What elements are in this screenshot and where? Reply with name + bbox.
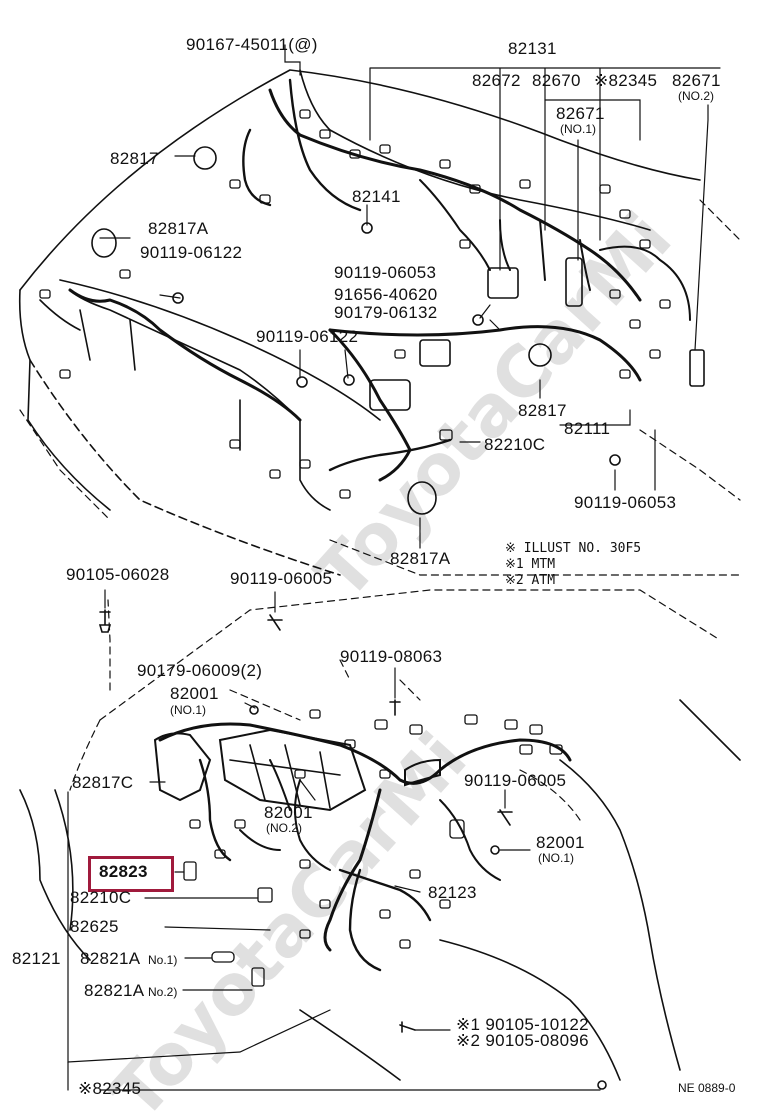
label-82821a-no2: 82821A	[84, 981, 145, 1000]
diagram-code: NE 0889-0	[678, 1081, 736, 1095]
label-90179-06132: 90179-06132	[334, 303, 438, 322]
label-82817a-upper: 82817A	[148, 219, 209, 238]
label-82817a-lower: 82817A	[390, 549, 451, 568]
label-82001-no1-right-sub: (NO.1)	[538, 851, 574, 865]
label-82671-no2: 82671	[672, 71, 721, 90]
label-90105-10122: ※1 90105-10122	[456, 1015, 589, 1034]
label-82001-no1-top: 82001	[170, 684, 219, 703]
label-82111: 82111	[564, 419, 611, 438]
label-82671-no1: 82671	[556, 104, 605, 123]
label-82823[interactable]: 82823	[99, 862, 148, 881]
label-82345-upper: ※82345	[594, 71, 658, 90]
label-90119-06005-a: 90119-06005	[230, 569, 333, 588]
label-82210c-upper: 82210C	[484, 435, 546, 454]
label-82001-no2: 82001	[264, 803, 313, 822]
label-82821a-no2-sub: No.2)	[148, 985, 178, 999]
label-82141: 82141	[352, 187, 401, 206]
label-82121: 82121	[12, 949, 61, 968]
label-90105-06028: 90105-06028	[66, 565, 170, 584]
label-90119-06122-a: 90119-06122	[140, 243, 243, 262]
label-90105-08096: ※2 90105-08096	[456, 1031, 589, 1050]
label-82671-no2-sub: (NO.2)	[678, 89, 714, 103]
note-illust: ※ ILLUST NO. 30F5	[505, 541, 642, 556]
label-82821a-no1: 82821A	[80, 949, 141, 968]
label-82123: 82123	[428, 883, 477, 902]
label-91656-40620: 91656-40620	[334, 285, 438, 304]
label-82001-no2-sub: (NO.2)	[266, 821, 302, 835]
note-atm: ※2 ATM	[505, 573, 556, 588]
label-82625: 82625	[70, 917, 119, 936]
label-90119-06053-a: 90119-06053	[334, 263, 437, 282]
label-82001-no1-top-sub: (NO.1)	[170, 703, 206, 717]
label-90179-06009: 90179-06009(2)	[137, 661, 263, 680]
label-82671-no1-sub: (NO.1)	[560, 122, 596, 136]
label-90167-45011: 90167-45011(@)	[186, 35, 318, 54]
label-82672: 82672	[472, 71, 521, 90]
label-82210c-lower: 82210C	[70, 888, 132, 907]
label-82817c: 82817C	[72, 773, 134, 792]
highlight-box[interactable]	[88, 856, 174, 892]
label-82131: 82131	[508, 39, 557, 58]
label-82817-mid: 82817	[518, 401, 567, 420]
label-82345-lower: ※82345	[78, 1079, 142, 1098]
note-mtm: ※1 MTM	[505, 557, 556, 572]
label-82817-upper: 82817	[110, 149, 159, 168]
label-90119-06053-b: 90119-06053	[574, 493, 677, 512]
label-90119-08063: 90119-08063	[340, 647, 443, 666]
label-82001-no1-right: 82001	[536, 833, 585, 852]
label-82821a-no1-sub: No.1)	[148, 953, 178, 967]
label-82670: 82670	[532, 71, 581, 90]
label-90119-06122-b: 90119-06122	[256, 327, 359, 346]
label-90119-06005-b: 90119-06005	[464, 771, 567, 790]
